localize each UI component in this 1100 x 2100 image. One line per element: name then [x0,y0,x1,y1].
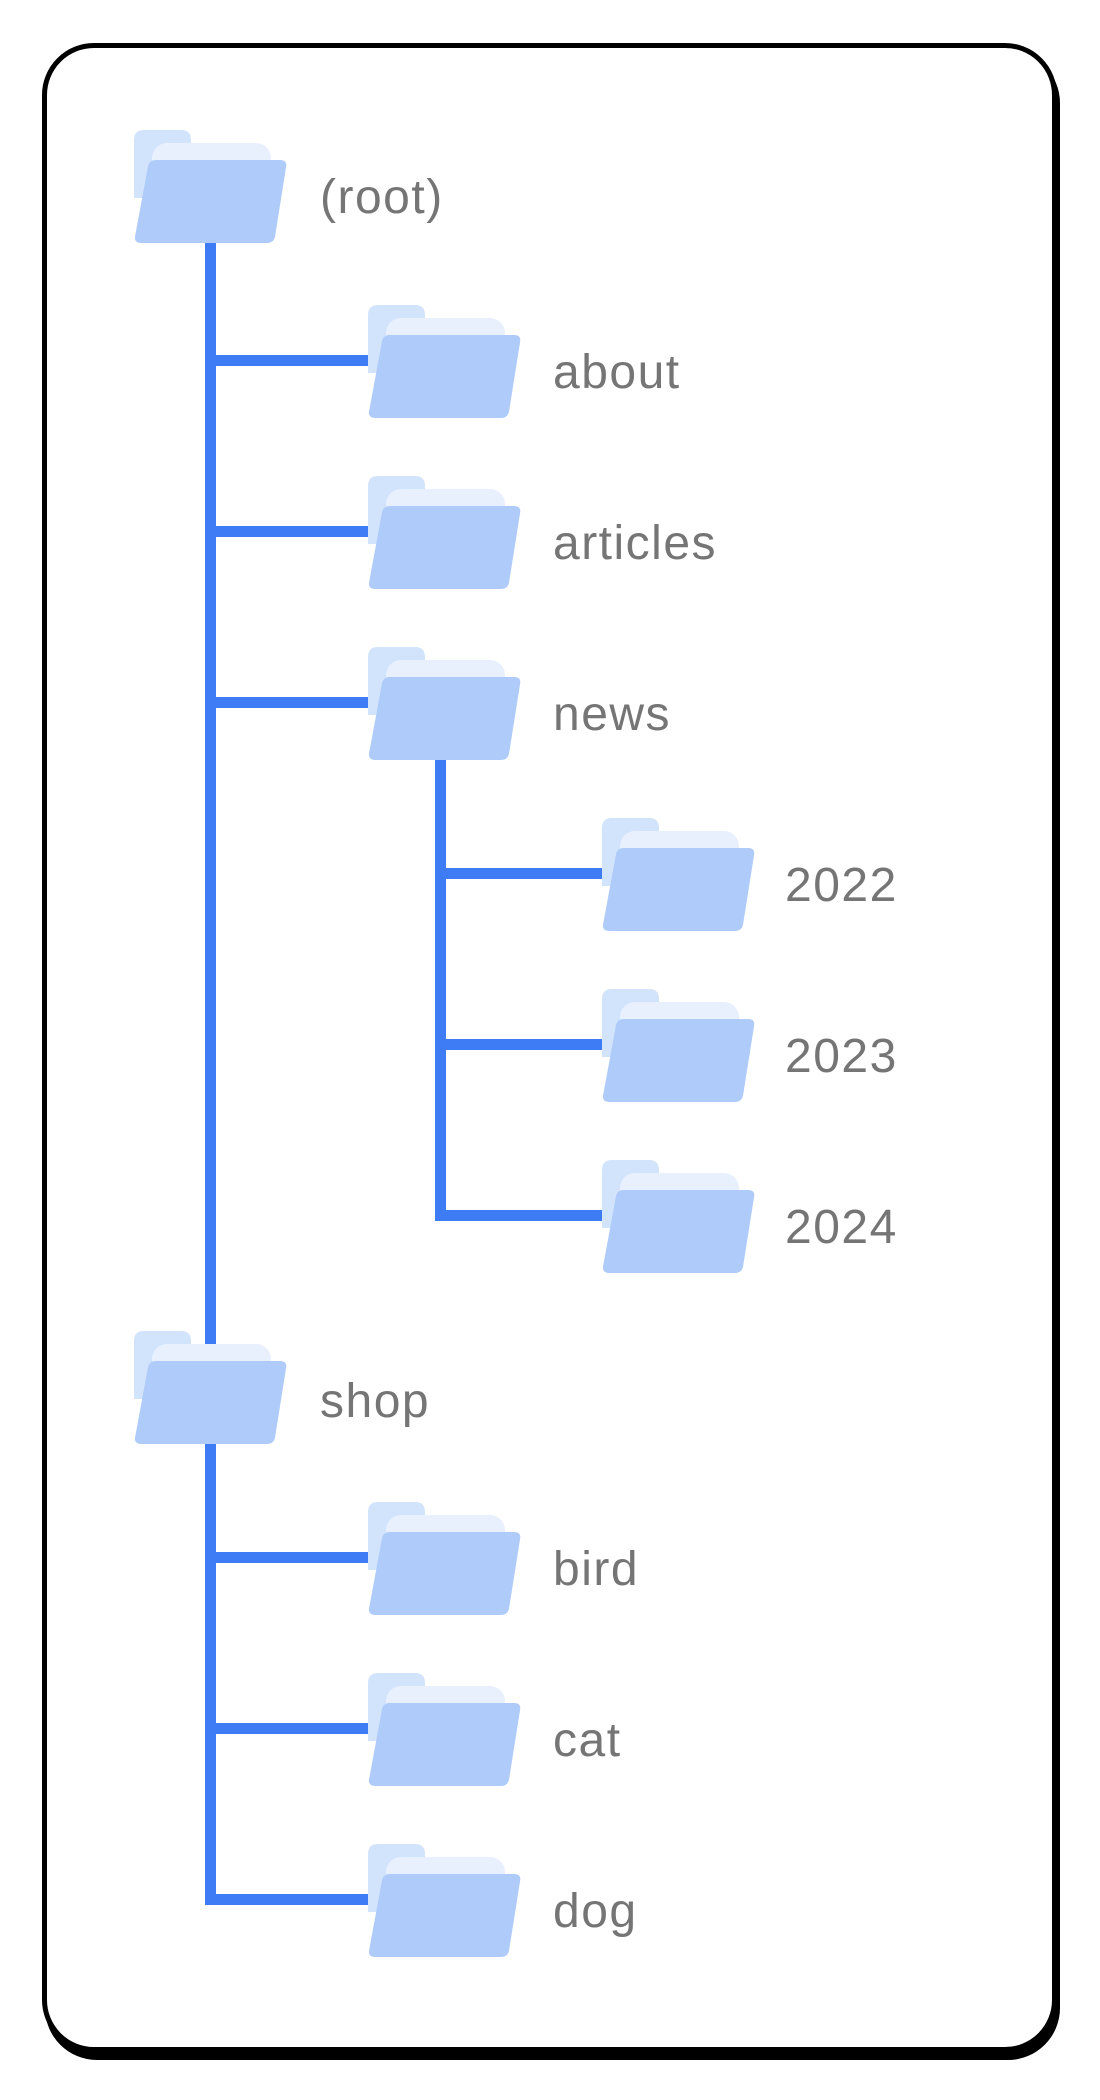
folder-icon-about [368,305,521,418]
label-2023: 2023 [785,1030,898,1083]
connector-branch-articles [205,526,385,537]
connector-news-trunk [435,755,446,1221]
folder-icon-root [134,130,287,243]
folder-icon-2023 [602,989,755,1102]
folder-icon-news [368,647,521,760]
label-2024: 2024 [785,1201,898,1254]
connector-root-trunk [205,240,216,1905]
folder-icon-2022 [602,818,755,931]
label-2022: 2022 [785,859,898,912]
folder-icon-dog [368,1844,521,1957]
label-cat: cat [553,1714,622,1767]
folder-icon-articles [368,476,521,589]
label-shop: shop [320,1375,431,1428]
folder-icon-cat [368,1673,521,1786]
connector-branch-2024 [435,1210,615,1221]
label-about: about [553,346,681,399]
folder-icon-shop [134,1331,287,1444]
connector-branch-dog [205,1894,385,1905]
connector-branch-bird [205,1552,385,1563]
label-news: news [553,688,672,741]
label-root: (root) [320,171,444,224]
label-dog: dog [553,1885,638,1938]
connector-branch-2022 [435,868,615,879]
connector-branch-2023 [435,1039,615,1050]
connector-branch-news [205,697,385,708]
label-bird: bird [553,1543,640,1596]
label-articles: articles [553,517,718,570]
folder-icon-2024 [602,1160,755,1273]
connector-branch-about [205,355,385,366]
connector-branch-cat [205,1723,385,1734]
folder-icon-bird [368,1502,521,1615]
